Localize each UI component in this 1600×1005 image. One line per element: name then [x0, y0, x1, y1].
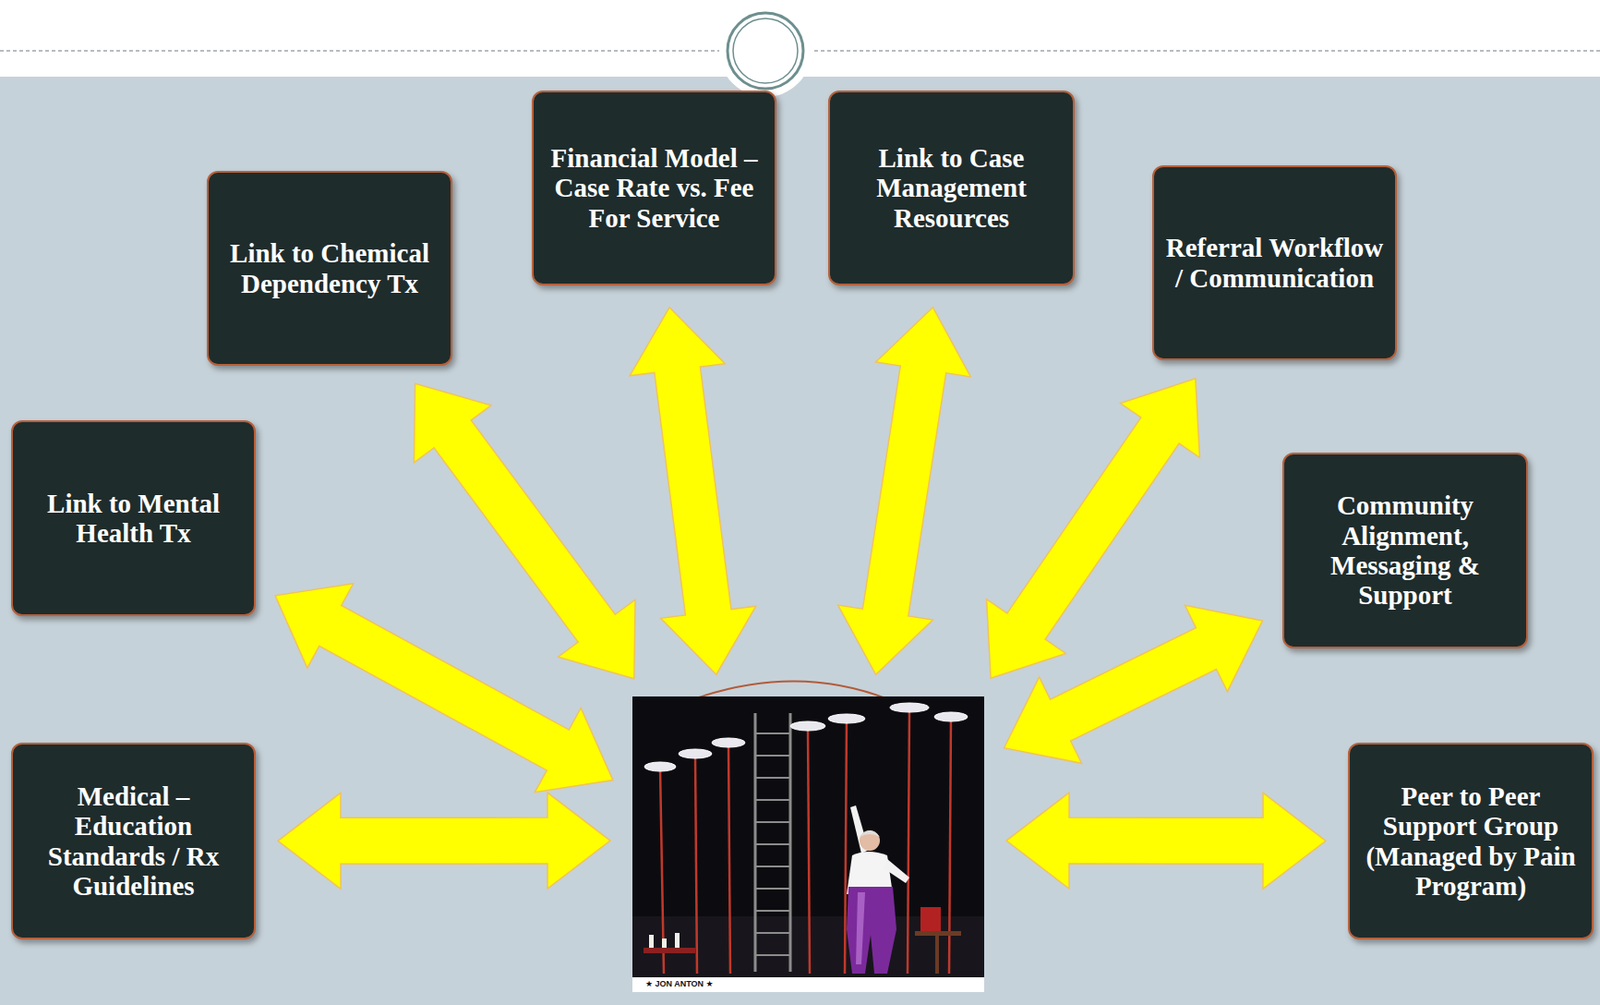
juggler-photo [632, 696, 985, 992]
photo-caption: ★ JON ANTON ★ [645, 979, 714, 989]
box-label: Medical – Education Standards / Rx Guide… [22, 781, 245, 902]
double-arrow [277, 792, 611, 889]
topic-box: Referral Workflow / Communication [1152, 165, 1397, 361]
box-label: Link to Case Management Resources [839, 143, 1064, 233]
box-label: Referral Workflow / Communication [1163, 232, 1386, 293]
box-label: Peer to Peer Support Group (Managed by P… [1359, 781, 1583, 902]
double-arrow [838, 307, 972, 675]
double-arrow [986, 378, 1201, 678]
header-ring [727, 12, 804, 89]
header-circle [719, 4, 812, 97]
topic-box: Link to Mental Health Tx [11, 420, 256, 616]
double-arrow [629, 307, 757, 674]
double-arrow [275, 583, 614, 793]
topic-box: Peer to Peer Support Group (Managed by P… [1347, 742, 1594, 939]
box-label: Link to Chemical Dependency Tx [217, 238, 442, 299]
photo-frame: ★ JON ANTON ★ [632, 696, 985, 992]
box-label: Link to Mental Health Tx [22, 488, 245, 549]
box-label: Community Alignment, Messaging & Support [1293, 490, 1517, 611]
double-arrow [1004, 604, 1264, 763]
double-arrow [413, 383, 636, 678]
topic-box: Link to Case Management Resources [828, 90, 1075, 286]
header-ring [733, 18, 798, 84]
topic-box: Medical – Education Standards / Rx Guide… [11, 742, 256, 939]
double-arrow [1006, 792, 1326, 889]
topic-box: Financial Model – Case Rate vs. Fee For … [531, 90, 777, 286]
topic-box: Link to Chemical Dependency Tx [206, 170, 453, 366]
topic-box: Community Alignment, Messaging & Support [1282, 452, 1528, 649]
box-label: Financial Model – Case Rate vs. Fee For … [542, 143, 766, 233]
